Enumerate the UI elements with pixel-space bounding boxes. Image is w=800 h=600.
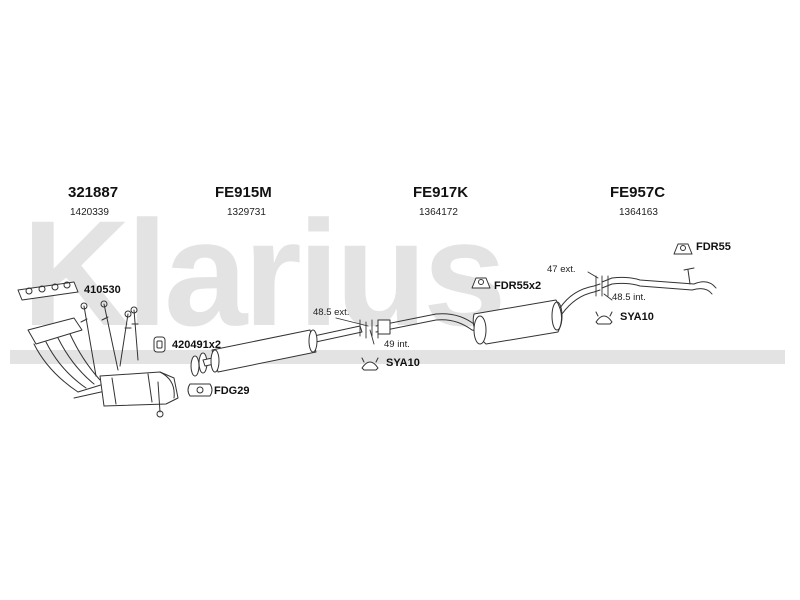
clamp-front-icon: [361, 357, 379, 371]
dim-front-ext: 48.5 ext.: [313, 307, 350, 318]
intermediate-silencer-icon: [202, 325, 363, 373]
rubber-hanger-rear-icon: [673, 243, 693, 255]
link-pipe-icon: [559, 283, 601, 315]
rubber-hanger-mid-icon: [471, 277, 491, 289]
label-fdg29: FDG29: [214, 385, 250, 397]
centre-silencer-icon: [472, 299, 563, 345]
label-fdr55x2: FDR55x2: [494, 280, 542, 292]
dim-front-int: 49 int.: [384, 339, 410, 350]
manifold-gasket-icon: [17, 281, 79, 301]
label-fdr55: FDR55: [696, 241, 731, 253]
catalytic-converter-icon: [99, 371, 179, 407]
label-420491x2: 420491x2: [172, 339, 221, 351]
rubber-mount-icon: [153, 336, 166, 353]
centre-section-pipe-icon: [375, 313, 483, 335]
label-sya10-rear: SYA10: [620, 311, 654, 323]
tailpipe-icon: [601, 267, 717, 295]
flange-gasket-icon: [187, 383, 213, 397]
header-ref-3: 1364172: [419, 207, 458, 218]
header-code-2: FE915M: [215, 184, 272, 201]
clamp-rear-icon: [595, 311, 613, 325]
front-flange-icon: [190, 352, 208, 377]
stud-bolts-icon: [80, 300, 164, 418]
label-sya10-front: SYA10: [386, 357, 420, 369]
dim-rear-int: 48.5 int.: [612, 292, 646, 303]
exhaust-manifold-icon: [27, 317, 111, 399]
header-code-4: FE957C: [610, 184, 666, 201]
header-code-1: 321887: [68, 184, 119, 201]
label-410530: 410530: [84, 284, 121, 296]
header-code-3: FE917K: [413, 184, 469, 201]
dim-rear-ext: 47 ext.: [547, 264, 576, 275]
header-ref-4: 1364163: [619, 207, 658, 218]
header-ref-2: 1329731: [227, 207, 266, 218]
watermark-logo: Klarius: [22, 189, 507, 357]
header-ref-1: 1420339: [70, 207, 109, 218]
